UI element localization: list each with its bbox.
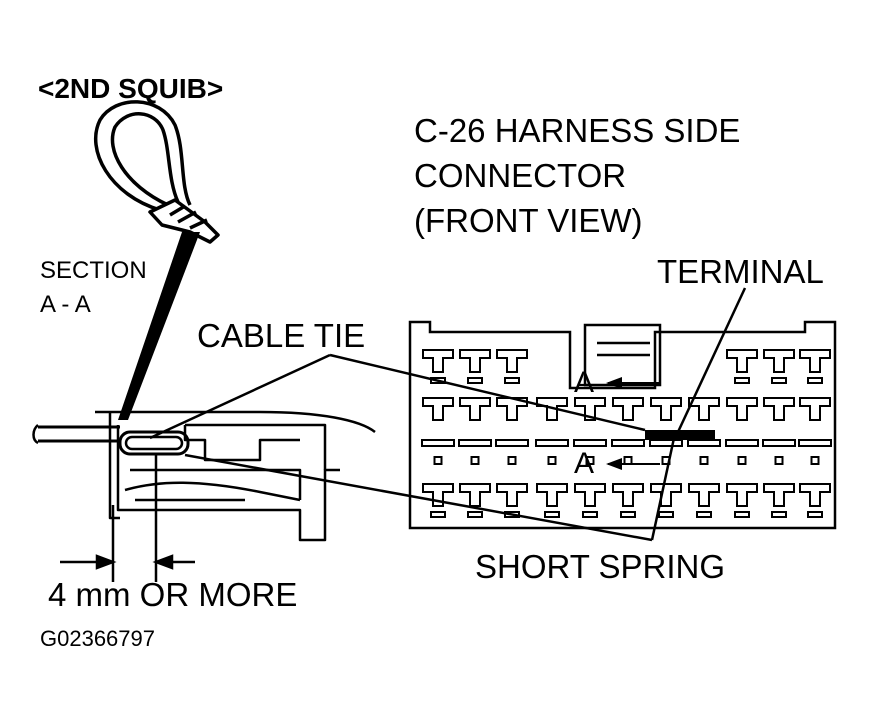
contact-pin bbox=[433, 456, 443, 465]
cavity-bottom bbox=[574, 483, 606, 507]
cavity-middle bbox=[536, 397, 568, 421]
cavity-top-slot bbox=[467, 377, 483, 384]
contact-pin bbox=[547, 456, 557, 465]
connector-contact-strip bbox=[421, 439, 832, 465]
cavity-bottom bbox=[799, 483, 831, 507]
connector-front-view bbox=[408, 320, 837, 530]
cavity-bottom-slot bbox=[620, 511, 636, 518]
cable-tie-leader-wedge bbox=[118, 232, 200, 420]
dimension-label: 4 mm OR MORE bbox=[48, 576, 297, 613]
connector-title-line1: C-26 HARNESS SIDE bbox=[414, 112, 740, 149]
diagram-title: <2ND SQUIB> bbox=[38, 73, 223, 104]
contact-strip-slot bbox=[535, 439, 569, 447]
cavity-top bbox=[799, 349, 831, 373]
cavity-middle bbox=[496, 397, 528, 421]
cavity-middle bbox=[612, 397, 644, 421]
svg-text:A: A bbox=[574, 447, 594, 480]
svg-text:A: A bbox=[574, 366, 594, 399]
terminal-leader-line bbox=[676, 287, 747, 433]
contact-strip-slot bbox=[649, 439, 683, 447]
cavity-bottom bbox=[726, 483, 758, 507]
cavity-bottom bbox=[650, 483, 682, 507]
cavity-bottom-slot bbox=[696, 511, 712, 518]
cavity-bottom-slot bbox=[544, 511, 560, 518]
cable-tie-leader-lines bbox=[149, 353, 646, 440]
cable-tie-illustration bbox=[94, 100, 220, 244]
contact-strip-slot bbox=[762, 439, 796, 447]
cavity-bottom-slot bbox=[771, 511, 787, 518]
cavity-bottom bbox=[496, 483, 528, 507]
connector-title-line3: (FRONT VIEW) bbox=[414, 202, 643, 239]
cavity-top bbox=[496, 349, 528, 373]
contact-strip-slot bbox=[421, 439, 455, 447]
section-label-line1: SECTION bbox=[40, 257, 147, 284]
short-spring-bar bbox=[645, 430, 715, 440]
cavity-top bbox=[422, 349, 454, 373]
contact-pin bbox=[507, 456, 517, 465]
cavity-bottom-slot bbox=[504, 511, 520, 518]
cavity-bottom-slot bbox=[430, 511, 446, 518]
cavity-middle bbox=[650, 397, 682, 421]
cavity-bottom bbox=[459, 483, 491, 507]
cable-tie-label: CABLE TIE bbox=[197, 317, 365, 354]
figure-code: G02366797 bbox=[40, 626, 155, 651]
contact-strip-slot bbox=[687, 439, 721, 447]
cavity-bottom-slot bbox=[467, 511, 483, 518]
contact-strip-slot bbox=[458, 439, 492, 447]
cavity-top-slot bbox=[734, 377, 750, 384]
contact-pin bbox=[661, 456, 671, 465]
section-view bbox=[32, 410, 376, 542]
contact-strip-slot bbox=[573, 439, 607, 447]
cavity-bottom-slot bbox=[582, 511, 598, 518]
cavity-top-slot bbox=[807, 377, 823, 384]
cavity-middle bbox=[688, 397, 720, 421]
cavity-middle bbox=[422, 397, 454, 421]
dimension-marks bbox=[60, 455, 195, 582]
short-spring-label: SHORT SPRING bbox=[475, 548, 725, 585]
contact-pin bbox=[774, 456, 784, 465]
section-marker-lower: A bbox=[574, 447, 660, 480]
cavity-bottom bbox=[763, 483, 795, 507]
section-label-line2: A - A bbox=[40, 291, 91, 318]
cavity-top-slot bbox=[504, 377, 520, 384]
connector-row-middle bbox=[422, 397, 831, 421]
contact-pin bbox=[623, 456, 633, 465]
contact-pin bbox=[737, 456, 747, 465]
cavity-middle bbox=[763, 397, 795, 421]
cavity-bottom-slot bbox=[658, 511, 674, 518]
contact-strip-slot bbox=[495, 439, 529, 447]
cavity-top bbox=[726, 349, 758, 373]
contact-pin bbox=[810, 456, 820, 465]
connector-row-top bbox=[422, 349, 831, 384]
connector-title-line2: CONNECTOR bbox=[414, 157, 626, 194]
section-marker-upper: A bbox=[574, 366, 660, 399]
cavity-middle bbox=[459, 397, 491, 421]
cavity-bottom bbox=[612, 483, 644, 507]
contact-pin bbox=[585, 456, 595, 465]
cavity-middle bbox=[574, 397, 606, 421]
cavity-bottom bbox=[536, 483, 568, 507]
contact-pin bbox=[470, 456, 480, 465]
contact-strip-slot bbox=[725, 439, 759, 447]
cavity-middle bbox=[799, 397, 831, 421]
contact-strip-slot bbox=[611, 439, 645, 447]
cavity-bottom bbox=[688, 483, 720, 507]
cavity-top bbox=[763, 349, 795, 373]
cavity-bottom-slot bbox=[807, 511, 823, 518]
cavity-top-slot bbox=[430, 377, 446, 384]
terminal-label: TERMINAL bbox=[657, 253, 824, 290]
contact-pin bbox=[699, 456, 709, 465]
cavity-bottom bbox=[422, 483, 454, 507]
cavity-bottom-slot bbox=[734, 511, 750, 518]
cavity-top bbox=[459, 349, 491, 373]
short-spring-leader-lines bbox=[184, 437, 676, 542]
connector-row-bottom bbox=[422, 483, 831, 518]
contact-strip-slot bbox=[798, 439, 832, 447]
cavity-top-slot bbox=[771, 377, 787, 384]
cavity-middle bbox=[726, 397, 758, 421]
